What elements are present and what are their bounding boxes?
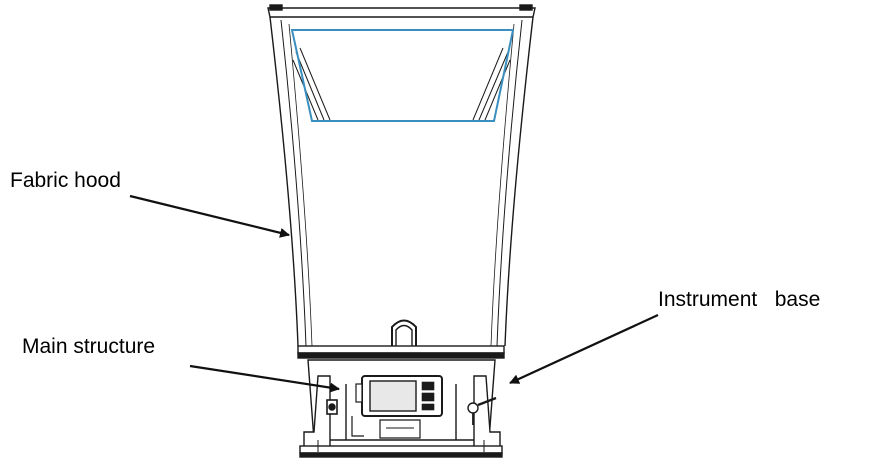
keypad-button xyxy=(421,403,435,411)
display-unit xyxy=(355,375,443,417)
arrow-main-structure xyxy=(189,364,340,393)
label-main-structure: Main structure xyxy=(22,335,156,358)
callout-arrows xyxy=(129,194,659,393)
hood-top-frame xyxy=(290,29,515,122)
keypad-button xyxy=(421,381,435,391)
arrow-fabric-hood xyxy=(129,194,290,238)
display-screen xyxy=(369,380,417,412)
fabric-hood xyxy=(267,4,536,347)
label-instrument-base: Instrument base xyxy=(658,288,821,311)
arrow-instrument-base xyxy=(509,314,659,384)
keypad-button xyxy=(421,392,435,402)
label-fabric-hood: Fabric hood xyxy=(10,169,121,192)
